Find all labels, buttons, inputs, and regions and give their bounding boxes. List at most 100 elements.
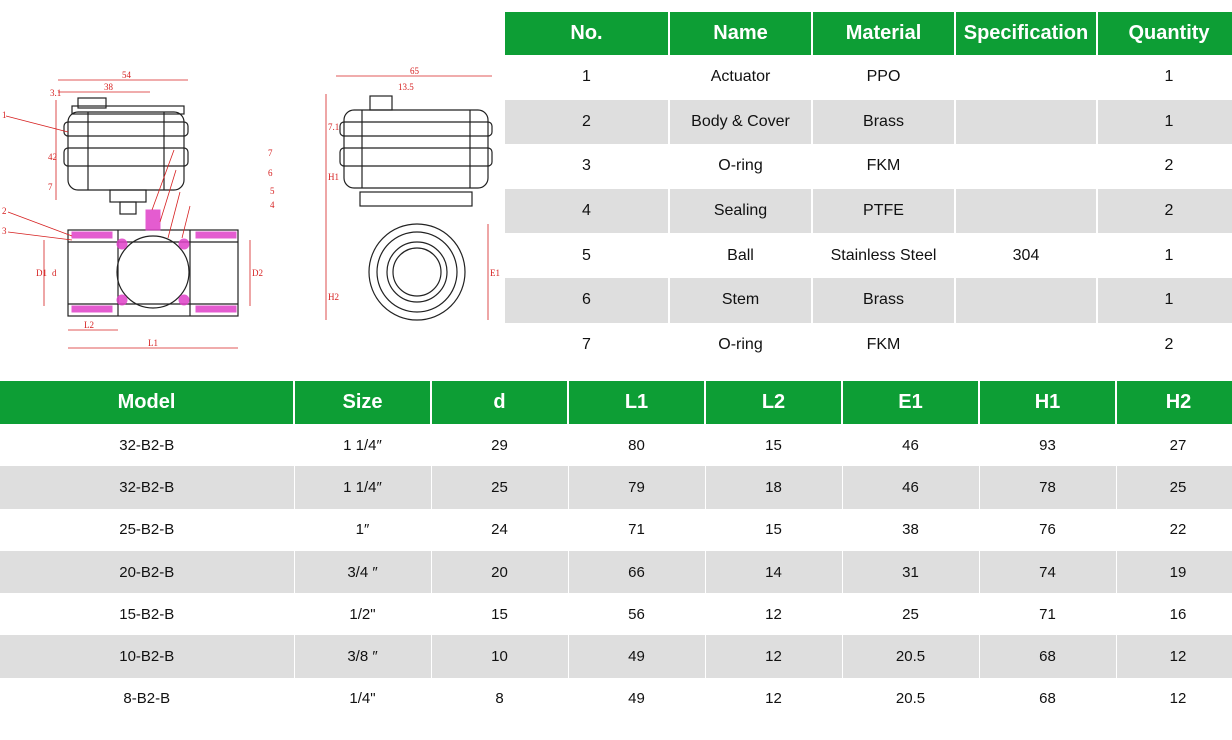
table-row: 2 Body & Cover Brass 1 xyxy=(505,99,1232,145)
table-cell: FKM xyxy=(812,322,956,368)
parts-header-no: No. xyxy=(505,12,670,55)
table-cell: 18 xyxy=(705,466,843,509)
table-cell: 6 xyxy=(505,277,670,323)
table-cell: 15 xyxy=(431,593,569,636)
table-cell xyxy=(955,55,1098,100)
callout-3: 3 xyxy=(2,226,7,236)
model-header-size: Size xyxy=(294,381,432,424)
table-cell: 25 xyxy=(1116,466,1232,509)
table-cell: 49 xyxy=(568,635,706,678)
table-cell: 68 xyxy=(979,677,1117,721)
dim-d1-label: D1 xyxy=(36,268,47,278)
table-cell: 79 xyxy=(568,466,706,509)
table-cell: 1 1/4″ xyxy=(294,466,432,509)
table-row: 3 O-ring FKM 2 xyxy=(505,144,1232,189)
table-row: 7 O-ring FKM 2 xyxy=(505,322,1232,368)
dim-13-5-label: 13.5 xyxy=(398,82,414,92)
table-cell: 20 xyxy=(431,550,569,594)
table-cell: Actuator xyxy=(669,55,813,100)
valve-technical-drawing: 54 38 3.1 42 7 D1 d D2 L2 L1 65 13.5 7.1… xyxy=(2,66,500,349)
callout-1: 1 xyxy=(2,110,7,120)
table-cell: 2 xyxy=(1097,188,1232,234)
model-header-e1: E1 xyxy=(842,381,980,424)
table-cell: 15 xyxy=(705,424,843,467)
table-cell: 68 xyxy=(979,635,1117,678)
callout-6: 6 xyxy=(268,168,273,178)
table-row: 15-B2-B 1/2" 15 56 12 25 71 16 xyxy=(0,593,1232,636)
table-cell: 12 xyxy=(705,635,843,678)
table-cell: 22 xyxy=(1116,508,1232,551)
parts-header-material: Material xyxy=(812,12,956,55)
model-dimension-table: Model Size d L1 L2 E1 H1 H2 32-B2-B 1 1/… xyxy=(0,381,1232,721)
model-header-model: Model xyxy=(0,381,295,424)
dim-e1-label: E1 xyxy=(490,268,500,278)
table-cell xyxy=(955,277,1098,323)
dim-7-1-label: 7.1 xyxy=(328,122,339,132)
table-cell: 12 xyxy=(705,593,843,636)
dim-38-label: 38 xyxy=(104,82,114,92)
parts-header-quantity: Quantity xyxy=(1097,12,1232,55)
dim-l2-label: L2 xyxy=(84,320,94,330)
table-cell: Brass xyxy=(812,277,956,323)
table-cell: O-ring xyxy=(669,322,813,368)
table-cell: 25-B2-B xyxy=(0,508,295,551)
table-cell: 1 xyxy=(1097,277,1232,323)
callout-4: 4 xyxy=(270,200,275,210)
table-cell: 31 xyxy=(842,550,980,594)
table-cell: 3/4 ″ xyxy=(294,550,432,594)
table-cell: 3/8 ″ xyxy=(294,635,432,678)
dim-3-1-label: 3.1 xyxy=(50,88,61,98)
table-cell: 46 xyxy=(842,424,980,467)
table-cell xyxy=(955,99,1098,145)
table-row: 1 Actuator PPO 1 xyxy=(505,55,1232,100)
table-cell: 25 xyxy=(842,593,980,636)
table-cell: 7 xyxy=(505,322,670,368)
table-row: 20-B2-B 3/4 ″ 20 66 14 31 74 19 xyxy=(0,550,1232,594)
table-cell: 1/2" xyxy=(294,593,432,636)
dim-d-label: d xyxy=(52,268,57,278)
table-cell: 2 xyxy=(1097,322,1232,368)
model-header-h1: H1 xyxy=(979,381,1117,424)
table-cell: 27 xyxy=(1116,424,1232,467)
table-cell: 20-B2-B xyxy=(0,550,295,594)
table-row: 10-B2-B 3/8 ″ 10 49 12 20.5 68 12 xyxy=(0,635,1232,678)
parts-table: No. Name Material Specification Quantity… xyxy=(505,12,1232,368)
table-cell: 4 xyxy=(505,188,670,234)
table-cell: 71 xyxy=(568,508,706,551)
table-cell: 19 xyxy=(1116,550,1232,594)
table-cell: 1 xyxy=(1097,99,1232,145)
table-cell: 1″ xyxy=(294,508,432,551)
dim-h1-label: H1 xyxy=(328,172,339,182)
table-cell: 71 xyxy=(979,593,1117,636)
parts-header-specification: Specification xyxy=(955,12,1098,55)
table-cell: 38 xyxy=(842,508,980,551)
table-cell: 66 xyxy=(568,550,706,594)
table-cell: 15-B2-B xyxy=(0,593,295,636)
table-cell: 29 xyxy=(431,424,569,467)
callout-7: 7 xyxy=(268,148,273,158)
dim-42-label: 42 xyxy=(48,152,57,162)
dim-h2-label: H2 xyxy=(328,292,339,302)
table-cell xyxy=(955,188,1098,234)
table-cell xyxy=(955,144,1098,189)
table-row: 4 Sealing PTFE 2 xyxy=(505,188,1232,234)
table-cell: PTFE xyxy=(812,188,956,234)
model-header-h2: H2 xyxy=(1116,381,1232,424)
table-cell: 1 xyxy=(505,55,670,100)
table-row: 32-B2-B 1 1/4″ 29 80 15 46 93 27 xyxy=(0,424,1232,467)
table-cell: Sealing xyxy=(669,188,813,234)
table-cell: Ball xyxy=(669,233,813,278)
table-cell: 20.5 xyxy=(842,635,980,678)
table-cell: 32-B2-B xyxy=(0,424,295,467)
table-cell: 304 xyxy=(955,233,1098,278)
table-cell: 12 xyxy=(1116,677,1232,721)
table-cell: 1 xyxy=(1097,233,1232,278)
table-cell: 46 xyxy=(842,466,980,509)
table-cell: 2 xyxy=(505,99,670,145)
model-header-row: Model Size d L1 L2 E1 H1 H2 xyxy=(0,381,1232,424)
table-cell: 8-B2-B xyxy=(0,677,295,721)
table-row: 6 Stem Brass 1 xyxy=(505,277,1232,323)
table-cell: 49 xyxy=(568,677,706,721)
model-header-d: d xyxy=(431,381,569,424)
table-cell: 8 xyxy=(431,677,569,721)
